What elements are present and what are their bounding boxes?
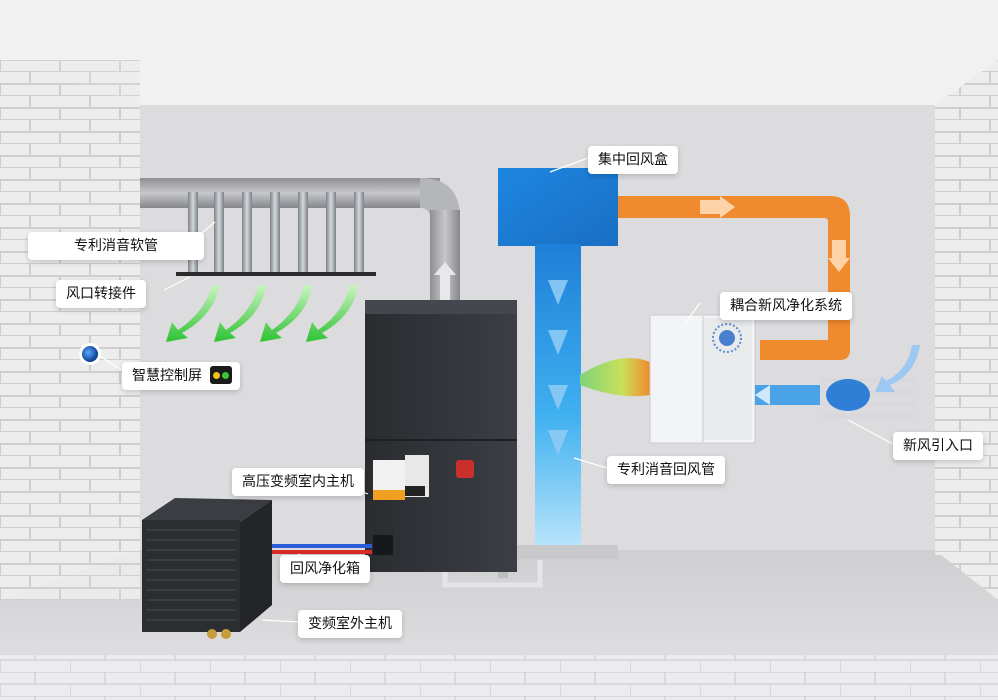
label-indoor-unit: 高压变频室内主机 — [232, 468, 364, 496]
label-central-return-box: 集中回风盒 — [588, 146, 678, 174]
brand-logo-icon — [712, 323, 742, 353]
control-knob-icon — [82, 346, 98, 362]
label-silencer-hose: 专利消音软管 — [28, 232, 204, 260]
label-return-purifier-box: 回风净化箱 — [280, 555, 370, 583]
label-coupled-fresh-air-system: 耦合新风净化系统 — [720, 292, 852, 320]
label-air-outlet-adapter: 风口转接件 — [56, 280, 146, 308]
control-screen-icon — [210, 366, 232, 384]
label-silencer-return-duct: 专利消音回风管 — [607, 456, 725, 484]
label-outdoor-unit: 变频室外主机 — [298, 610, 402, 638]
label-smart-control-screen-text: 智慧控制屏 — [132, 368, 202, 384]
label-fresh-air-inlet: 新风引入口 — [893, 432, 983, 460]
